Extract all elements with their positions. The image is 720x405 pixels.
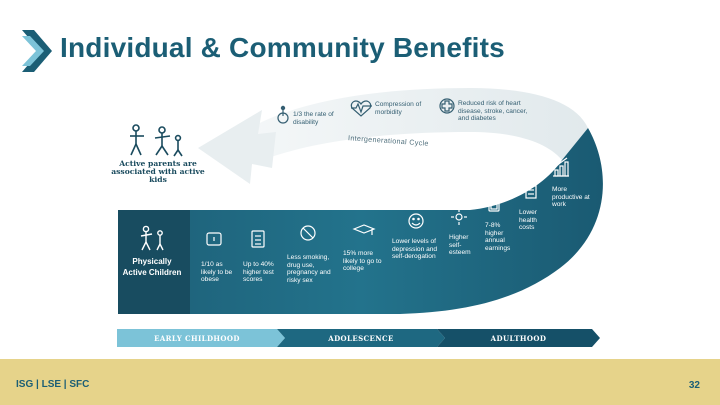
parents-label: Active parents are associated with activ…	[111, 159, 205, 185]
title-chevron-icon	[22, 30, 52, 72]
no-smoking-icon	[300, 225, 316, 241]
benefit-risky-behavior: Less smoking, drug use, pregnancy and ri…	[287, 254, 331, 284]
benefit-heart-disease: Reduced risk of heart disease, stroke, c…	[458, 100, 528, 123]
page-title: Individual & Community Benefits	[60, 32, 505, 63]
smiley-icon	[408, 213, 424, 229]
benefit-self-esteem: Higher self-esteem	[449, 234, 471, 257]
stage-adulthood: ADULTHOOD	[490, 333, 547, 343]
checklist-icon	[251, 230, 265, 248]
active-parents-icon	[130, 124, 183, 157]
graduation-cap-icon	[352, 224, 376, 235]
cycle-arrowhead	[198, 110, 276, 184]
active-children-icon	[140, 225, 164, 251]
stage-adolescence: ADOLESCENCE	[328, 333, 394, 343]
footer-organizations: ISG | LSE | SFC	[16, 379, 90, 390]
stage-band-adolescence	[277, 329, 445, 347]
lifecycle-band	[120, 128, 603, 314]
benefit-obesity: 1/10 as likely to be obese	[201, 261, 233, 284]
benefit-earnings: 7-8% higher annual earnings	[485, 222, 511, 252]
scale-icon	[206, 232, 222, 246]
stage-band-adulthood	[437, 329, 600, 347]
money-icon	[488, 196, 500, 212]
receipt-icon	[525, 185, 537, 199]
benefit-test-scores: Up to 40% higher test scores	[243, 261, 274, 284]
star-burst-icon	[451, 209, 467, 225]
children-label: Physically Active Children	[122, 257, 182, 277]
page-number: 32	[688, 380, 700, 391]
medical-cross-icon	[439, 98, 455, 114]
benefit-depression: Lower levels of depression and self-dero…	[392, 238, 438, 261]
benefit-morbidity: Compression of morbidity	[375, 101, 422, 116]
stage-early-childhood: EARLY CHILDHOOD	[154, 333, 240, 343]
wheelchair-icon	[277, 105, 289, 124]
benefit-disability: 1/3 the rate of disability	[293, 111, 334, 126]
stage-band-early-childhood	[117, 329, 285, 347]
bar-chart-icon	[553, 157, 569, 177]
benefit-productivity: More productive at work	[552, 186, 590, 209]
cycle-arc	[250, 88, 588, 160]
children-panel	[118, 210, 190, 314]
benefit-college: 15% more likely to go to college	[343, 250, 382, 273]
footer-bar: ISG | LSE | SFC 32	[0, 359, 720, 405]
heart-pulse-icon	[350, 100, 372, 117]
benefit-health-costs: Lower health costs	[519, 209, 537, 232]
